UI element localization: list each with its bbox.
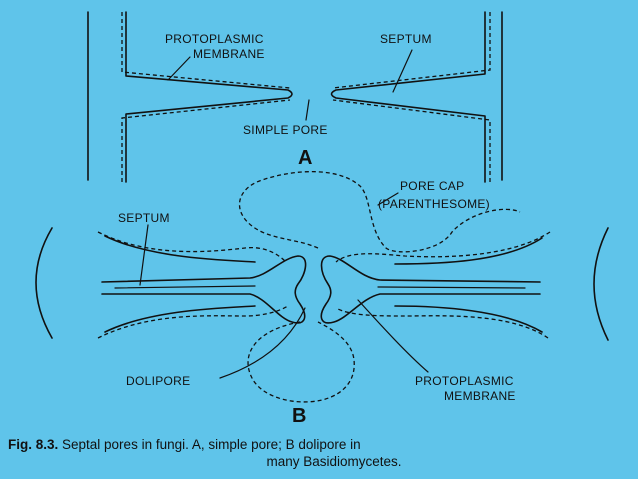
a-left-upper-membrane <box>121 12 291 89</box>
b-pore-cap-lower <box>247 321 355 403</box>
a-right-upper-membrane <box>332 12 491 89</box>
b-left-lower-membrane <box>97 305 289 339</box>
a-membrane-label: MEMBRANE <box>193 47 265 61</box>
panel-b-letter: B <box>292 405 306 427</box>
b-left-upper-wall <box>104 235 256 263</box>
b-right-upper-wall <box>394 237 543 265</box>
figure-caption: Fig. 8.3. Septal pores in fungi. A, simp… <box>8 436 630 470</box>
b-pore-cap-upper <box>238 170 521 253</box>
b-right-upper-membrane <box>335 231 551 263</box>
b-right-lower-membrane <box>335 307 549 339</box>
b-pore-cap-leader <box>377 192 399 206</box>
a-left-lower-membrane <box>121 99 291 182</box>
a-septum-left <box>125 11 293 183</box>
a-septum-label: SEPTUM <box>380 32 432 46</box>
panel-b-dolipore: PORE CAP (PARENTHESOME) SEPTUM DOLIPORE … <box>35 170 609 427</box>
b-septum-right <box>320 255 541 324</box>
a-septum-right <box>330 11 486 183</box>
a-septum-leader <box>392 49 413 93</box>
b-right-lower-wall <box>394 305 543 333</box>
b-septum-left <box>101 255 307 324</box>
b-left-upper-membrane <box>97 231 287 263</box>
a-right-lower-membrane <box>332 99 491 182</box>
b-dolipore-leader <box>219 307 306 379</box>
b-parenthesome-label: (PARENTHESOME) <box>378 197 490 211</box>
b-septum-label: SEPTUM <box>118 211 170 225</box>
a-membrane-leader <box>167 56 191 81</box>
b-left-lower-wall <box>104 305 256 333</box>
panel-a-simple-pore: PROTOPLASMIC MEMBRANE SEPTUM SIMPLE PORE… <box>87 11 503 183</box>
b-septum-left-core <box>114 285 256 289</box>
b-dolipore-label: DOLIPORE <box>126 374 190 388</box>
b-membrane-label: MEMBRANE <box>444 389 516 403</box>
panel-a-letter: A <box>298 147 312 169</box>
b-septum-right-core <box>377 286 526 289</box>
figure-number: Fig. 8.3. <box>8 437 59 452</box>
caption-line-1: Septal pores in fungi. A, simple pore; B… <box>58 437 361 452</box>
a-protoplasmic-label: PROTOPLASMIC <box>165 32 264 46</box>
caption-line-2: many Basidiomycetes. <box>266 454 402 469</box>
b-membrane-leader <box>357 299 429 373</box>
b-septum-leader <box>139 224 149 286</box>
b-right-outer-wall <box>593 227 609 341</box>
a-simple-pore-leader <box>305 99 310 121</box>
b-left-outer-wall <box>35 227 53 339</box>
a-simple-pore-label: SIMPLE PORE <box>243 123 328 137</box>
b-protoplasmic-label: PROTOPLASMIC <box>415 374 514 388</box>
b-pore-cap-label: PORE CAP <box>400 179 464 193</box>
